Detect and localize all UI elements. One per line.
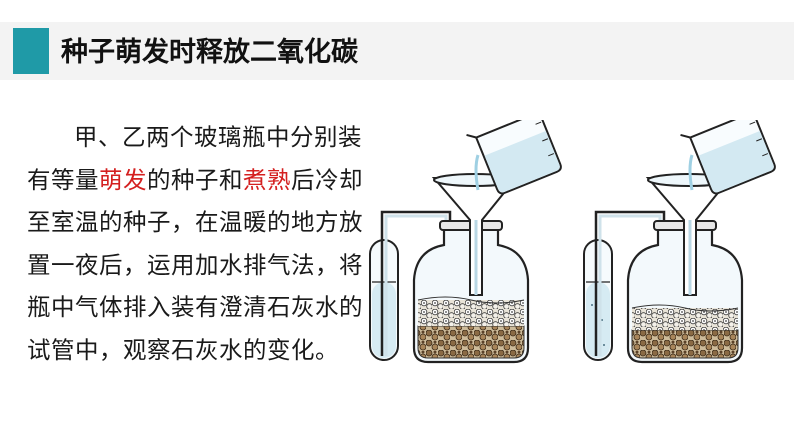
title-bar (0, 22, 794, 80)
beaker-icon (466, 120, 562, 195)
water-stream (474, 154, 480, 191)
apparatus-right (583, 120, 776, 364)
highlight-germinating: 萌发 (99, 165, 147, 194)
beaker-icon (680, 120, 776, 195)
water-stream (688, 154, 694, 191)
description-text-3: 后冷却至室温的种子，在温暖的地方放置一夜后，运用加水排气法，将瓶中气体排入装有澄… (27, 165, 363, 364)
description-text-2: 的种子和 (147, 165, 243, 194)
test-tube-icon (583, 239, 613, 361)
jar-icon (412, 220, 530, 364)
test-tube-icon (369, 239, 399, 361)
description-text-1: 甲、乙两个玻璃瓶中分别装有等量 (27, 123, 362, 194)
experiment-illustration (369, 120, 776, 364)
experiment-description: 甲、乙两个玻璃瓶中分别装有等量萌发的种子和煮熟后冷却至室温的种子，在温暖的地方放… (27, 116, 367, 371)
slide-title: 种子萌发时释放二氧化碳 (61, 37, 358, 68)
title-accent-marker (13, 28, 49, 74)
highlight-boiled: 煮熟 (243, 165, 291, 194)
apparatus-left (369, 120, 562, 364)
